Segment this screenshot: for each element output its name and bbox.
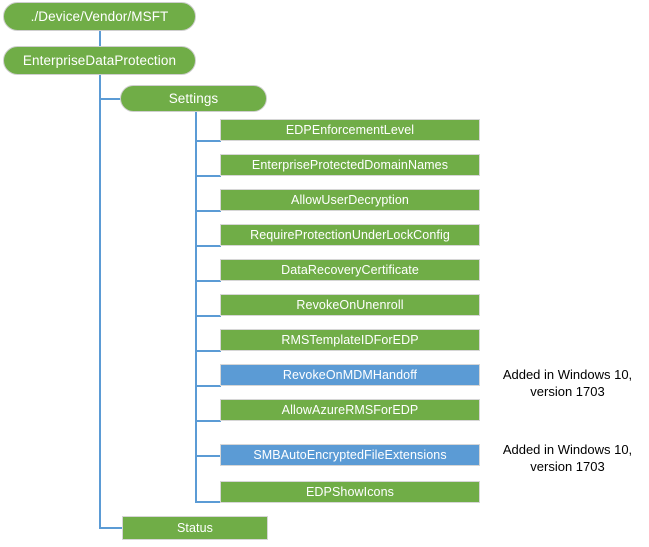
- node-revoke-on-mdm-handoff[interactable]: RevokeOnMDMHandoff: [220, 364, 480, 386]
- connector-trunk-to-settings: [99, 98, 122, 100]
- node-allow-azure-rms-for-edp[interactable]: AllowAzureRMSForEDP: [220, 399, 480, 421]
- connector-trunk-to-status: [99, 527, 124, 529]
- connector-trunk-vertical: [99, 30, 101, 528]
- node-rms-template-id-for-edp[interactable]: RMSTemplateIDForEDP: [220, 329, 480, 351]
- connector-child-stub: [195, 315, 221, 317]
- node-root-device-vendor-msft[interactable]: ./Device/Vendor/MSFT: [3, 2, 196, 31]
- connector-child-stub: [195, 385, 221, 387]
- node-revoke-on-unenroll[interactable]: RevokeOnUnenroll: [220, 294, 480, 316]
- connector-child-stub: [195, 350, 221, 352]
- connector-child-stub: [195, 210, 221, 212]
- node-edp-enforcement-level[interactable]: EDPEnforcementLevel: [220, 119, 480, 141]
- node-data-recovery-certificate[interactable]: DataRecoveryCertificate: [220, 259, 480, 281]
- annotation-smb-auto-encrypted-file-extensions: Added in Windows 10, version 1703: [502, 442, 633, 474]
- node-smb-auto-encrypted-file-extensions[interactable]: SMBAutoEncryptedFileExtensions: [220, 444, 480, 466]
- connector-child-stub: [195, 501, 221, 503]
- node-allow-user-decryption[interactable]: AllowUserDecryption: [220, 189, 480, 211]
- node-enterprise-data-protection[interactable]: EnterpriseDataProtection: [3, 46, 196, 75]
- node-enterprise-protected-domain-names[interactable]: EnterpriseProtectedDomainNames: [220, 154, 480, 176]
- connector-child-stub: [195, 140, 221, 142]
- node-require-protection-under-lock-config[interactable]: RequireProtectionUnderLockConfig: [220, 224, 480, 246]
- connector-settings-vertical: [195, 112, 197, 502]
- annotation-revoke-on-mdm-handoff: Added in Windows 10, version 1703: [502, 367, 633, 399]
- connector-child-stub: [195, 245, 221, 247]
- connector-child-stub: [195, 420, 221, 422]
- connector-child-stub: [195, 280, 221, 282]
- connector-child-stub: [195, 175, 221, 177]
- connector-child-stub: [195, 455, 221, 457]
- node-settings[interactable]: Settings: [120, 85, 267, 112]
- node-edp-show-icons[interactable]: EDPShowIcons: [220, 481, 480, 503]
- node-status[interactable]: Status: [122, 516, 268, 540]
